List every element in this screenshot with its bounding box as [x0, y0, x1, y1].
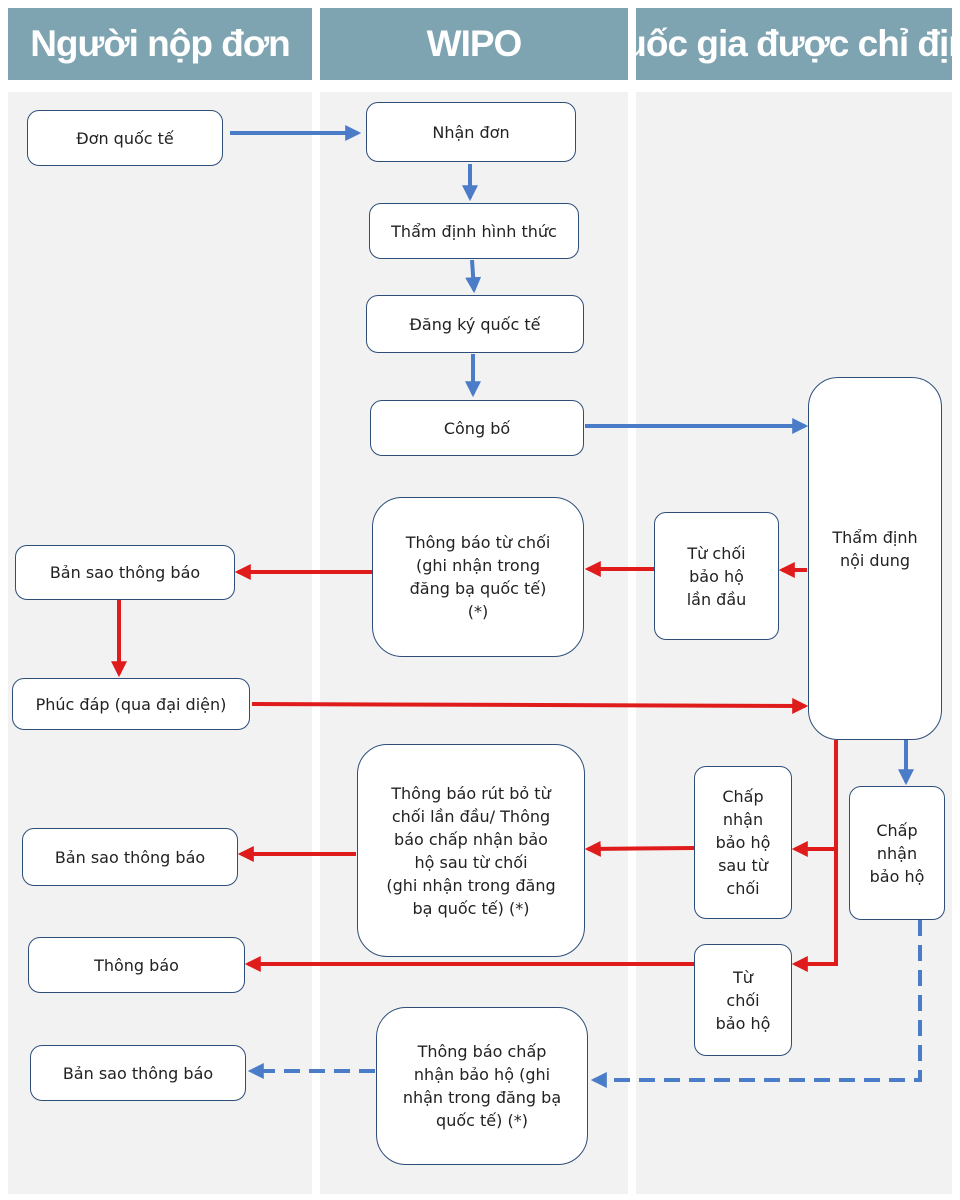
node-grant-after-refusal: Chấp nhận bảo hộ sau từ chối	[694, 766, 792, 919]
header-designated-country: Quốc gia được chỉ định	[636, 8, 952, 80]
node-international-application: Đơn quốc tế	[27, 110, 223, 166]
arrow-exam-to-final-refusal	[791, 849, 838, 972]
node-notice-copy-3: Bản sao thông báo	[30, 1045, 246, 1101]
node-notice-copy-2: Bản sao thông báo	[22, 828, 238, 886]
node-formal-examination: Thẩm định hình thức	[369, 203, 579, 259]
node-response: Phúc đáp (qua đại diện)	[12, 678, 250, 730]
arrow-grant-after-refusal-to-withdrawal-notice	[584, 840, 695, 857]
node-final-refusal: Từ chối bảo hộ	[694, 944, 792, 1056]
node-grant-protection: Chấp nhận bảo hộ	[849, 786, 945, 920]
node-withdrawal-notice: Thông báo rút bỏ từ chối lần đầu/ Thông …	[357, 744, 585, 957]
lane-applicant	[8, 92, 312, 1194]
arrow-exam-to-grant-after-refusal	[791, 740, 838, 857]
node-first-refusal: Từ chối bảo hộ lần đầu	[654, 512, 779, 640]
header-wipo: WIPO	[320, 8, 628, 80]
node-international-registration: Đăng ký quốc tế	[366, 295, 584, 353]
node-notice-copy-1: Bản sao thông báo	[15, 545, 235, 600]
node-substantive-examination: Thẩm định nội dung	[808, 377, 942, 740]
arrow-formal-exam-to-registration	[465, 259, 482, 294]
arrow-response-to-exam	[251, 697, 809, 714]
header-applicant: Người nộp đơn	[8, 8, 312, 80]
node-publication: Công bố	[370, 400, 584, 456]
node-receipt: Nhận đơn	[366, 102, 576, 162]
node-grant-notice: Thông báo chấp nhận bảo hộ (ghi nhận tro…	[376, 1007, 588, 1165]
arrow-grant-to-grant-notice	[590, 920, 922, 1088]
node-notice: Thông báo	[28, 937, 245, 993]
node-refusal-notice: Thông báo từ chối (ghi nhận trong đăng b…	[372, 497, 584, 657]
